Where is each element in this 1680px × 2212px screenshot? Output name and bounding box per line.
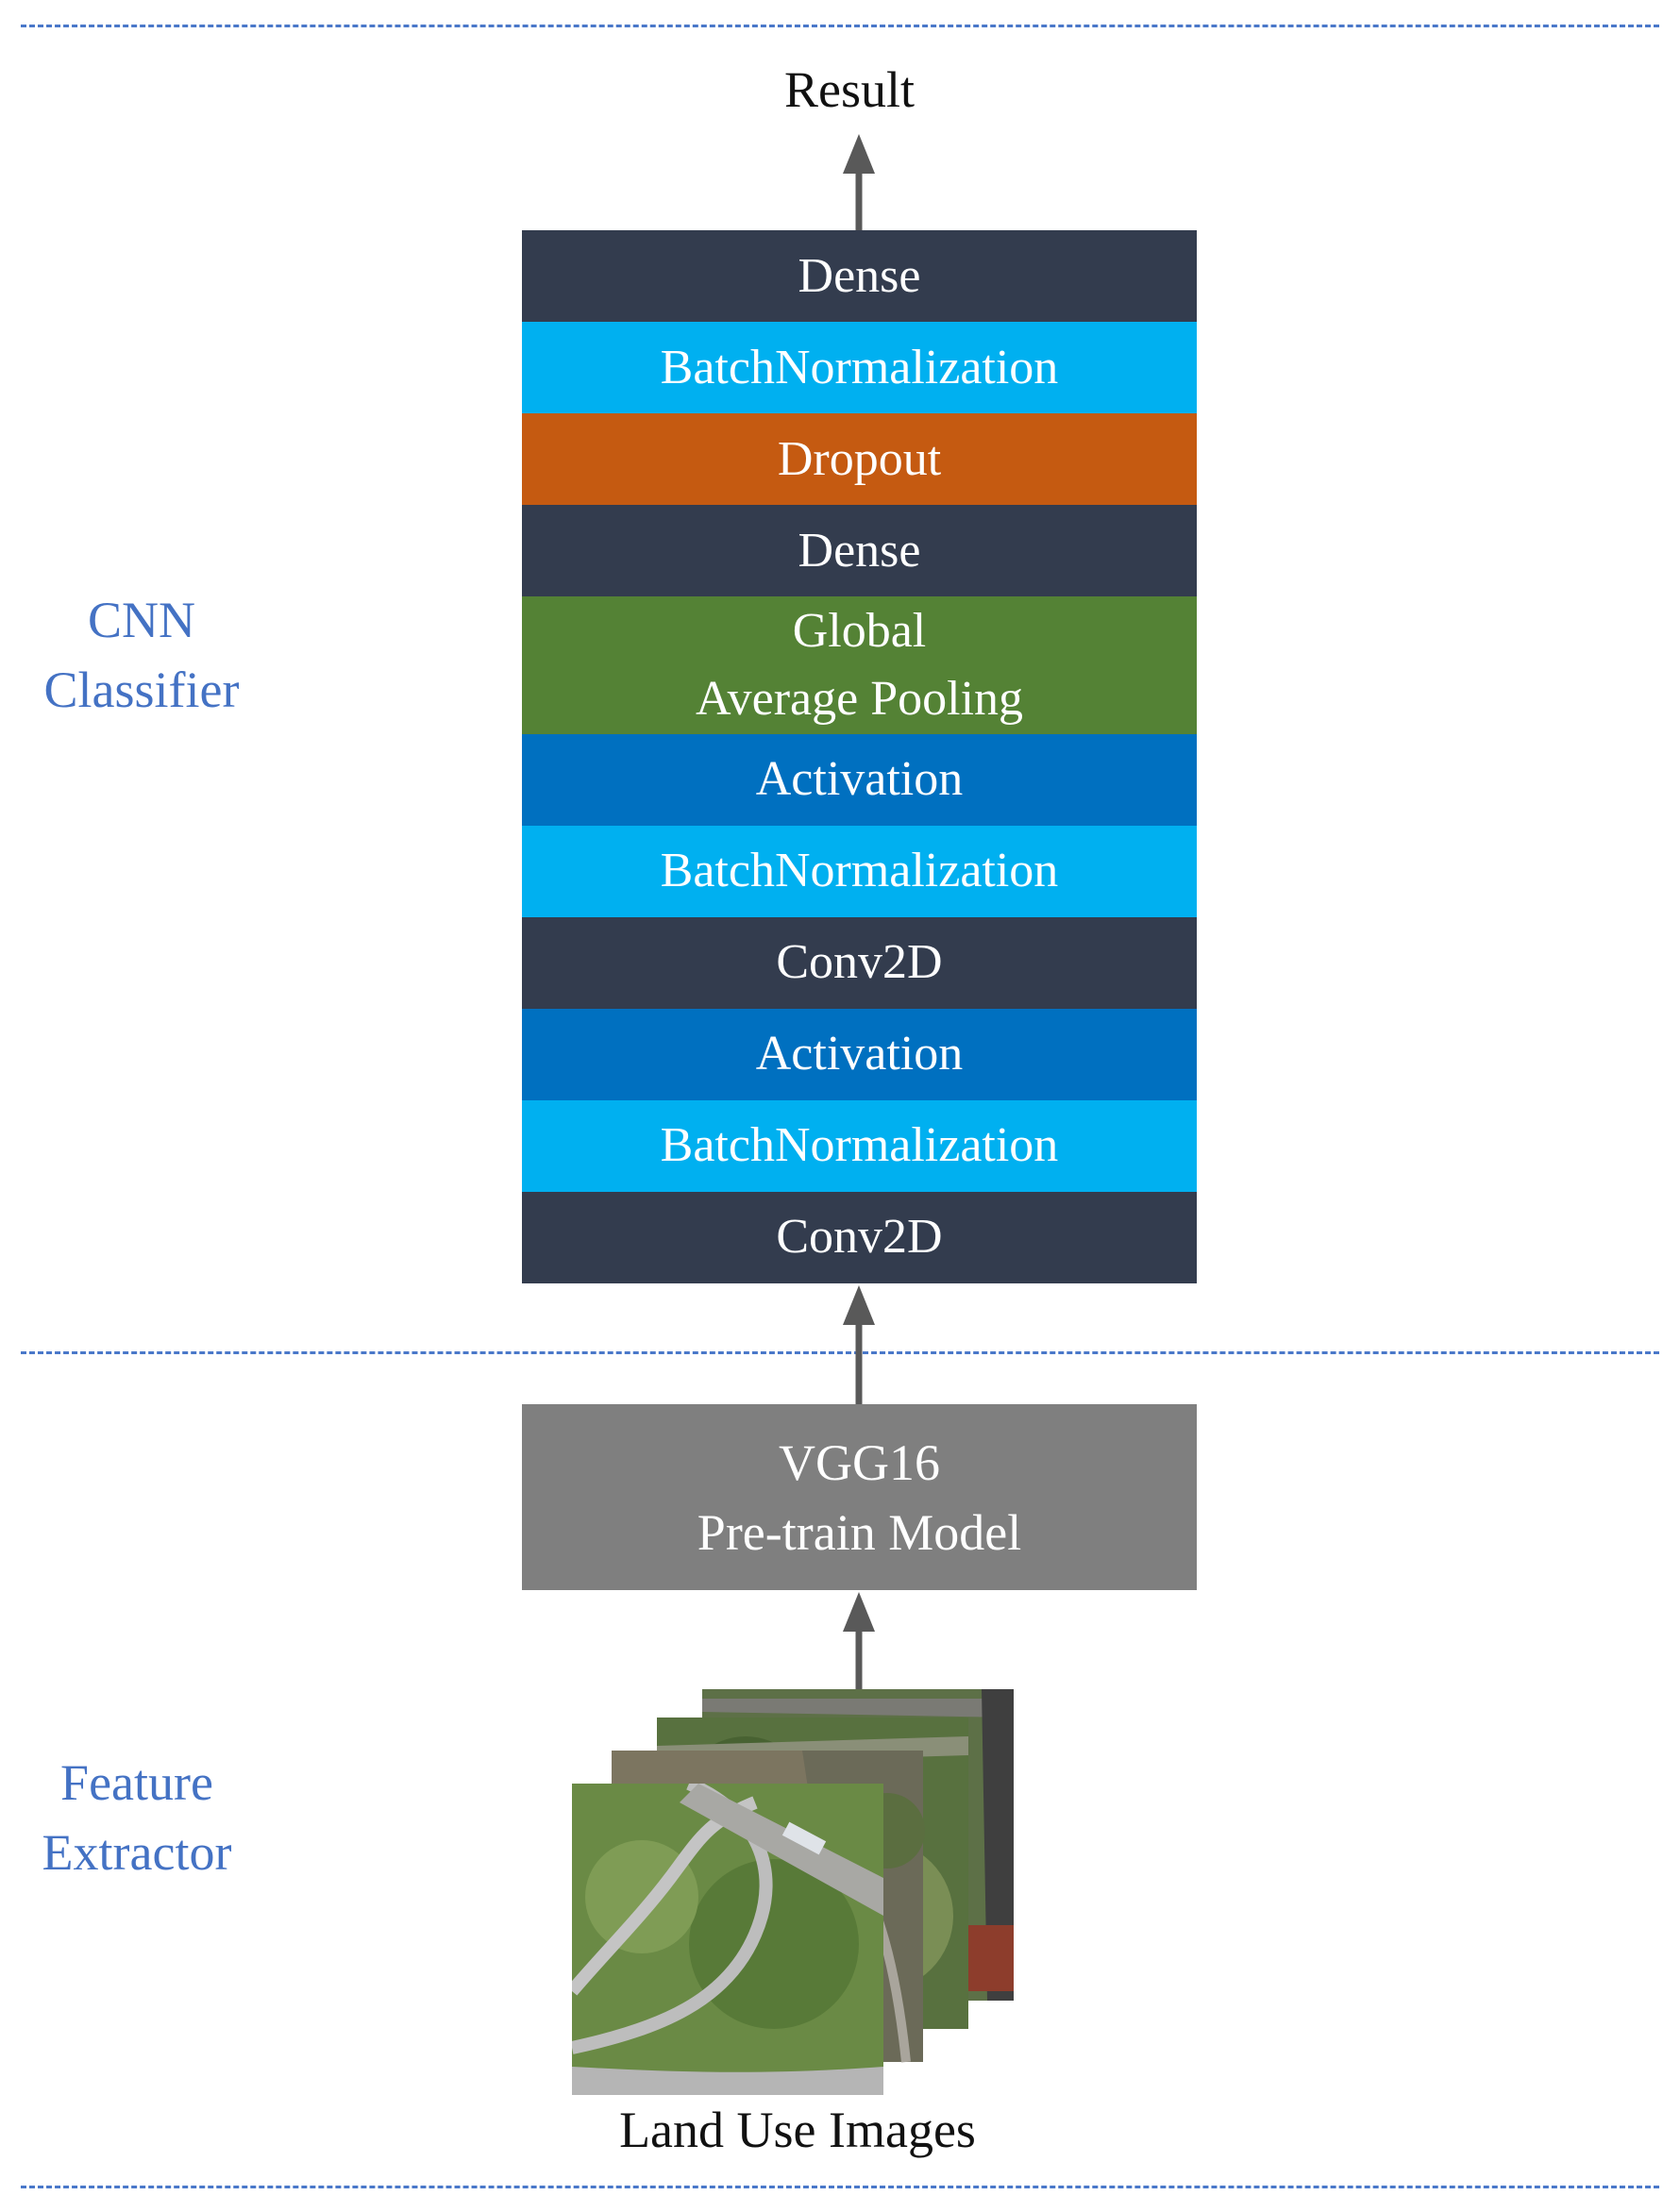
layer-activation-5: Activation	[522, 733, 1197, 826]
layer-dense-3: Dense	[522, 505, 1197, 597]
land-use-images-caption: Land Use Images	[619, 2102, 976, 2158]
cnn-classifier-label: CNN Classifier	[43, 592, 240, 718]
arrow-to-vgg	[843, 1592, 875, 1694]
bottom-divider	[21, 2186, 1659, 2188]
arrow-to-classifier	[843, 1285, 875, 1404]
layer-batchnormalization-6: BatchNormalization	[522, 825, 1197, 917]
middle-divider	[21, 1351, 1659, 1354]
layer-activation-8: Activation	[522, 1008, 1197, 1100]
layer-global-average-pooling-4: Global Average Pooling	[522, 596, 1197, 734]
layer-conv2d-10: Conv2D	[522, 1191, 1197, 1283]
aerial-image-1	[572, 1784, 883, 2095]
layer-batchnormalization-9: BatchNormalization	[522, 1099, 1197, 1192]
layer-conv2d-7: Conv2D	[522, 916, 1197, 1009]
top-divider	[21, 25, 1659, 27]
layer-dense-0: Dense	[522, 230, 1197, 323]
result-label: Result	[783, 61, 915, 118]
feature-extractor-label: Feature Extractor	[42, 1754, 232, 1881]
land-use-images	[572, 1689, 1014, 2095]
vgg16-block: VGG16 Pre-train Model	[522, 1404, 1197, 1590]
arrow-to-result	[843, 134, 875, 230]
layer-dropout-2: Dropout	[522, 413, 1197, 506]
layer-batchnormalization-1: BatchNormalization	[522, 322, 1197, 414]
